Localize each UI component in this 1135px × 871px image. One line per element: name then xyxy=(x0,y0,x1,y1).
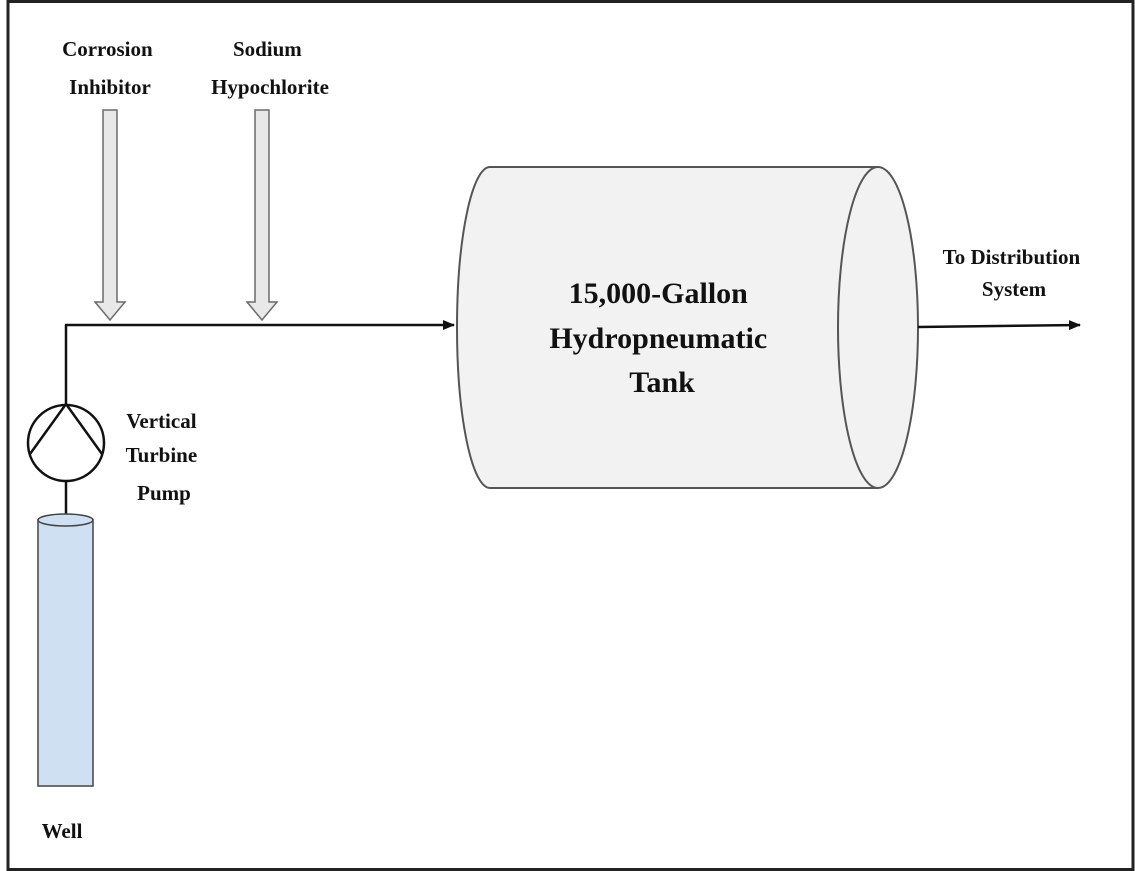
well-label: Well xyxy=(42,819,83,843)
tank-body xyxy=(456,166,879,489)
vertical-turbine-pump-icon xyxy=(26,401,106,483)
sodium-hypochlorite-label: Sodium Hypochlorite xyxy=(211,37,329,99)
diagram-border xyxy=(6,0,1135,871)
tank-end-cap xyxy=(837,166,919,489)
tank-label: 15,000-Gallon Hydropneumatic Tank xyxy=(549,277,774,399)
well-casing xyxy=(37,513,94,787)
vertical-turbine-pump-label: Vertical Turbine Pump xyxy=(126,409,203,505)
corrosion-inhibitor-injection-arrow xyxy=(93,109,127,322)
corrosion-inhibitor-label: Corrosion Inhibitor xyxy=(62,37,158,99)
sodium-hypochlorite-injection-arrow xyxy=(245,109,279,322)
distribution-system-label: To Distribution System xyxy=(943,245,1086,301)
hydropneumatic-tank: 15,000-Gallon Hydropneumatic Tank xyxy=(456,166,919,489)
distribution-outlet-pipe xyxy=(917,320,1081,331)
